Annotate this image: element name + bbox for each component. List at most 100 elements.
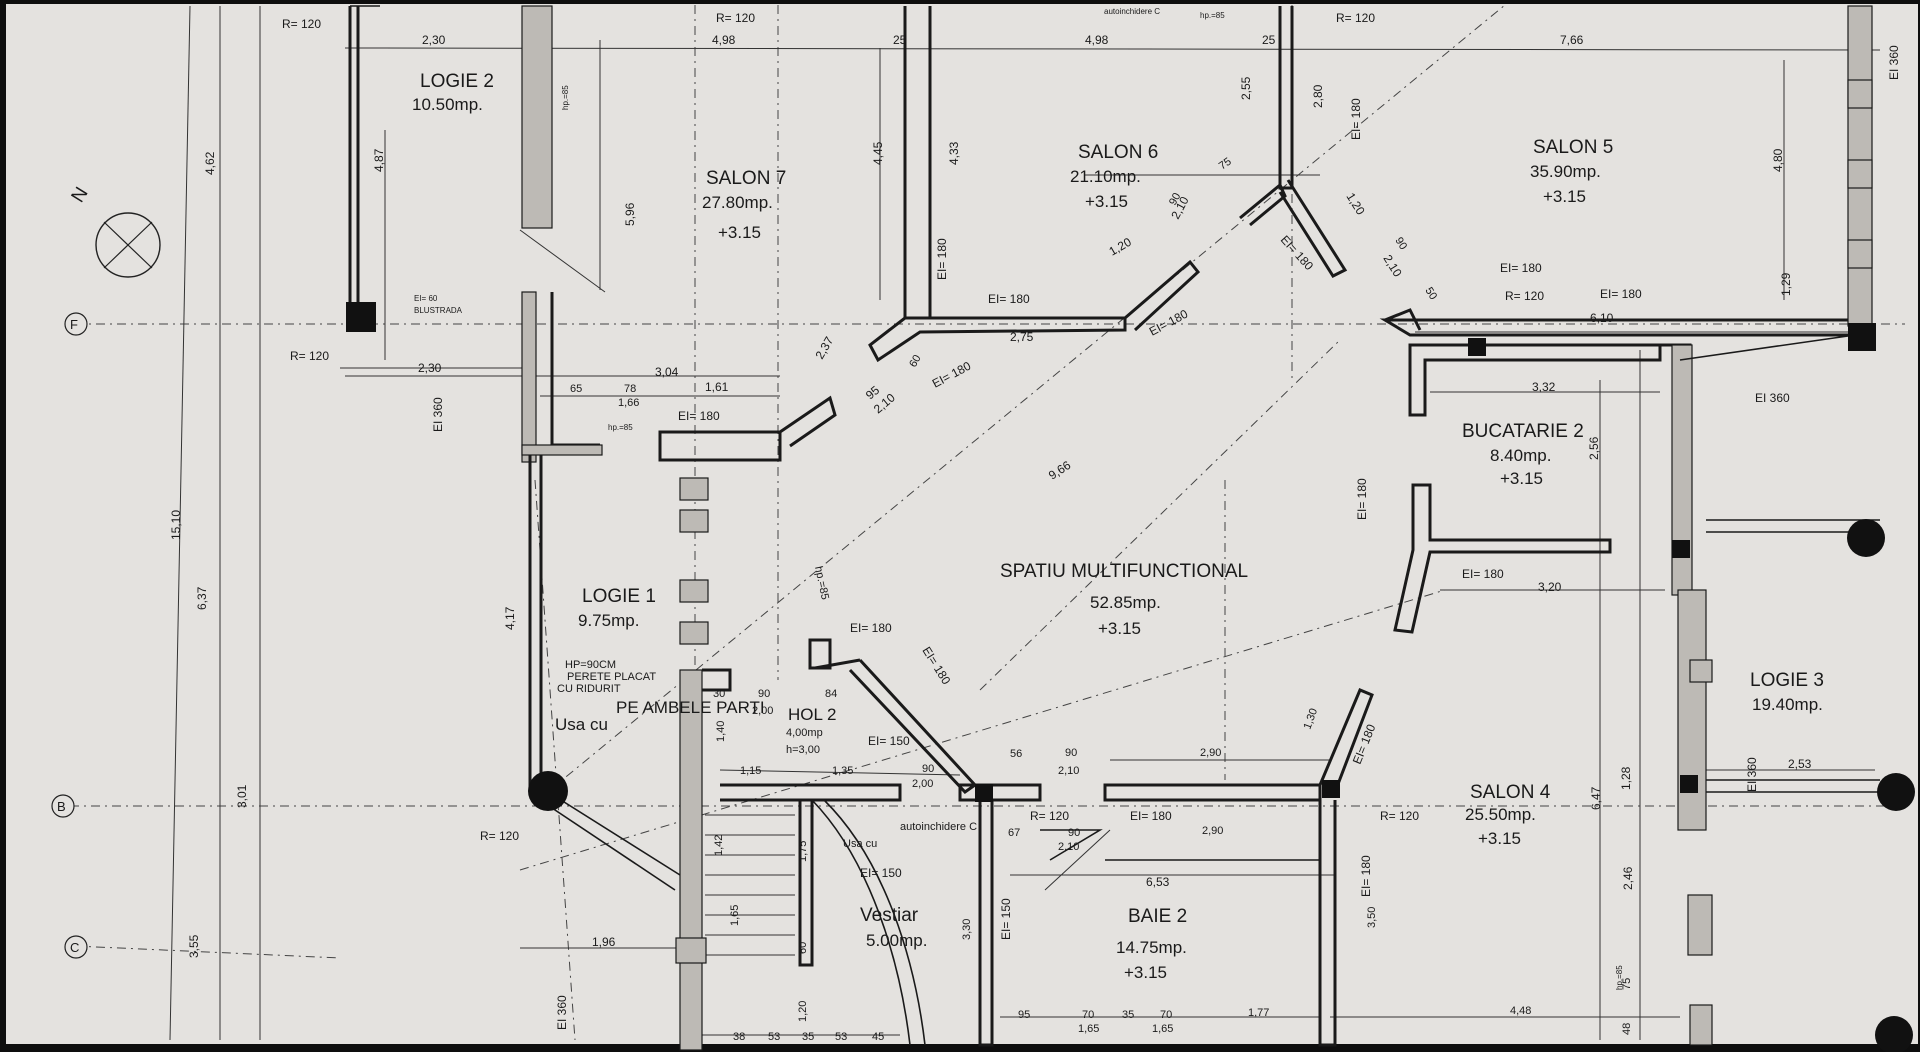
annotation: EI= 180 — [1359, 855, 1373, 897]
wall-stub-c — [675, 937, 707, 964]
room-level-spatiu: +3.15 — [1098, 619, 1141, 638]
dimension-label: 1,96 — [592, 935, 616, 949]
dimension-label: 2,56 — [1587, 436, 1601, 460]
room-area-salon-7: 27.80mp. — [702, 193, 773, 212]
dimension-label: 5,96 — [623, 202, 637, 226]
axis-grid — [70, 4, 1905, 1041]
dimension-label: 1,66 — [618, 397, 639, 409]
window-hatches — [679, 79, 1873, 683]
wall-right-lower — [1687, 894, 1713, 956]
dimension-label: 2,30 — [422, 33, 446, 47]
annotation: PERETE PLACAT — [567, 671, 656, 683]
walls — [348, 5, 1880, 1051]
dimension-label: 84 — [825, 688, 837, 700]
room-area-spatiu: 52.85mp. — [1090, 593, 1161, 612]
annotation: R= 120 — [1030, 809, 1069, 823]
dimension-label: 6,10 — [1590, 311, 1614, 325]
sill-logie1 — [521, 444, 603, 456]
dimension-label: 1,28 — [1619, 766, 1633, 790]
room-level-bucatarie-2: +3.15 — [1500, 469, 1543, 488]
axis-label-c: C — [70, 940, 79, 955]
room-area-salon-6: 21.10mp. — [1070, 167, 1141, 186]
axis-bubbles: F B C — [51, 312, 88, 959]
annotation: EI= 60 — [414, 294, 438, 303]
dimension-label: 3,20 — [1538, 580, 1562, 594]
dimension-label: 75 — [1217, 156, 1234, 173]
dimension-label: 6,53 — [1146, 875, 1170, 889]
dimension-label: 4,87 — [372, 148, 386, 172]
dimension-label: 7,66 — [1560, 33, 1584, 47]
annotations: R= 120 R= 120 R= 120 R= 120 R= 120 R= 12… — [282, 7, 1901, 1030]
room-name-logie-2: LOGIE 2 — [420, 71, 494, 92]
dimension-label: 4,48 — [1510, 1005, 1531, 1017]
dimension-label: 2,00 — [752, 705, 773, 717]
dimension-label: 67 — [1008, 827, 1020, 839]
annotation: EI= 180 — [1500, 261, 1542, 275]
room-name-baie-2: BAIE 2 — [1128, 906, 1187, 927]
annotation: EI= 180 — [1130, 809, 1172, 823]
wall-logie1-top — [521, 291, 537, 463]
annotation: EI= 180 — [850, 621, 892, 635]
room-level-hol-2: h=3,00 — [786, 744, 820, 756]
window-wall-top — [521, 5, 553, 229]
room-level-salon-5: +3.15 — [1543, 187, 1586, 206]
dimension-label: 1,61 — [705, 380, 729, 394]
room-level-salon-7: +3.15 — [718, 223, 761, 242]
wall-right-bottom — [1689, 1004, 1713, 1046]
dimension-label: 95 — [1018, 1009, 1030, 1021]
annotation: EI= 180 — [1355, 478, 1369, 520]
dimension-label: 2,46 — [1621, 866, 1635, 890]
room-name-hol-2: HOL 2 — [788, 705, 837, 724]
dimension-label: 2,10 — [1058, 765, 1079, 777]
dimension-label: 2,55 — [1239, 76, 1253, 100]
annotation: HP=90CM — [565, 659, 616, 671]
annotation: R= 120 — [716, 11, 755, 25]
dimension-label: 75 — [1621, 978, 1633, 990]
room-name-vestiar: Vestiar — [860, 905, 919, 926]
annotation: Usa cu — [555, 715, 608, 734]
wall-hol-left — [679, 669, 703, 1051]
dimension-label: 48 — [1621, 1023, 1633, 1035]
axis-label-b: B — [57, 799, 66, 814]
dimension-label: 2,80 — [1311, 84, 1325, 108]
room-level-salon-6: +3.15 — [1085, 192, 1128, 211]
dimension-label: 25 — [893, 33, 907, 47]
dimension-label: 1,40 — [715, 721, 727, 742]
column-b-left — [528, 771, 568, 811]
annotation: R= 120 — [1380, 809, 1419, 823]
dimension-label: 1,15 — [740, 765, 761, 777]
stair-treads — [705, 814, 795, 956]
dimension-label: 1,65 — [1152, 1023, 1173, 1035]
dimension-label: 4,98 — [712, 33, 736, 47]
annotation: EI 360 — [1887, 45, 1901, 80]
annotation: EI= 150 — [868, 734, 910, 748]
dimension-label: 2,75 — [1010, 330, 1034, 344]
dimension-label: 1,20 — [797, 1001, 809, 1022]
annotation: EI= 150 — [999, 898, 1013, 940]
dimension-label: 30 — [713, 688, 725, 700]
dimension-label: 45 — [872, 1031, 884, 1043]
dimension-label: 90 — [922, 763, 934, 775]
annotation: hp.=85 — [561, 85, 570, 110]
dimension-label: 70 — [1082, 1009, 1094, 1021]
annotation: hp.=85 — [1615, 965, 1624, 990]
dimension-label: 1,29 — [1779, 272, 1793, 296]
column-f-left — [346, 302, 376, 332]
annotation: CU RIDURIT — [557, 683, 621, 695]
annotation: R= 120 — [1505, 289, 1544, 303]
dimension-label: 3,04 — [655, 365, 679, 379]
dimension-label: 35 — [1122, 1009, 1134, 1021]
room-area-vestiar: 5.00mp. — [866, 931, 927, 950]
dimension-label: 90 — [1065, 747, 1077, 759]
room-level-baie-2: +3.15 — [1124, 963, 1167, 982]
dimension-label: 6,37 — [195, 586, 209, 610]
room-name-salon-7: SALON 7 — [706, 168, 786, 189]
dimension-label: 53 — [835, 1031, 847, 1043]
dimension-label: 38 — [733, 1031, 745, 1043]
annotation: R= 120 — [480, 829, 519, 843]
annotation: R= 120 — [290, 349, 329, 363]
dimension-label: 1,35 — [832, 765, 853, 777]
dimension-label: 2,10 — [1058, 841, 1079, 853]
dimension-label: 3,01 — [235, 784, 249, 808]
